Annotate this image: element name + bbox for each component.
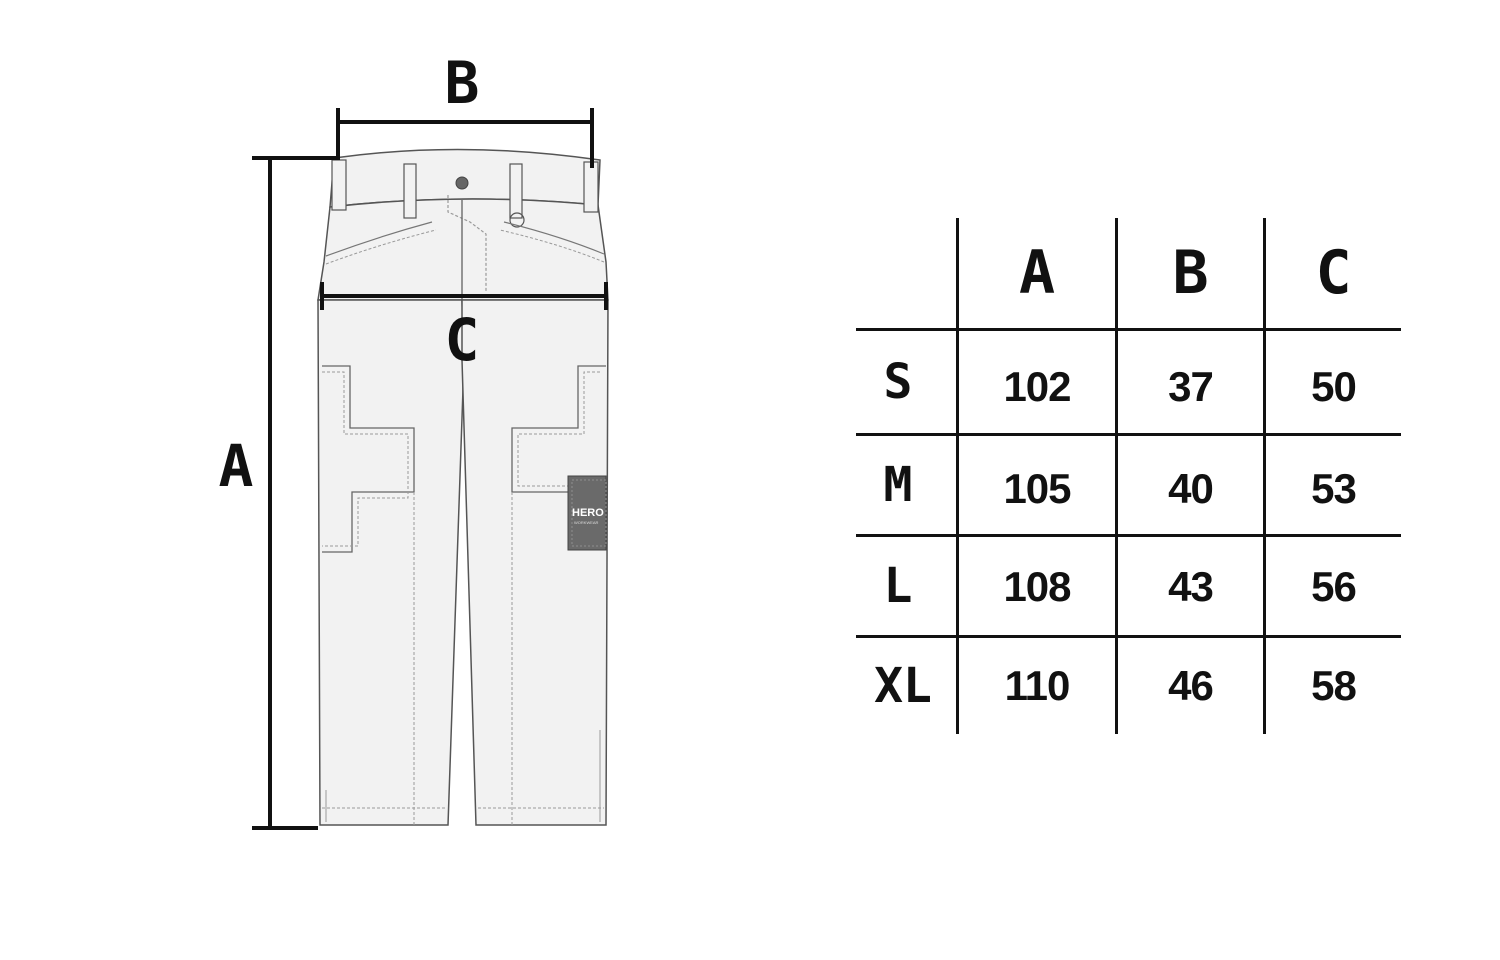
dimension-label-a: A bbox=[219, 432, 254, 500]
left-leg bbox=[317, 299, 465, 826]
table-cell: 53 bbox=[1311, 465, 1357, 512]
column-header-c: C bbox=[1315, 238, 1352, 308]
dimension-label-b: B bbox=[445, 49, 480, 117]
dimension-lines bbox=[252, 108, 608, 830]
size-label: M bbox=[883, 457, 913, 513]
size-label: XL bbox=[874, 658, 932, 714]
size-chart-table: A B C S 102 37 50 M 105 40 53 L 108 43 5… bbox=[856, 218, 1401, 734]
table-cell: 56 bbox=[1311, 563, 1357, 610]
table-cell: 110 bbox=[1004, 662, 1071, 709]
table-cell: 105 bbox=[1003, 465, 1071, 512]
patch-sub-text: WORKWEAR bbox=[574, 520, 599, 525]
table-divider bbox=[1263, 218, 1266, 734]
table-cell: 40 bbox=[1168, 465, 1214, 512]
column-header-b: B bbox=[1172, 238, 1209, 308]
brand-patch: HERO WORKWEAR bbox=[567, 475, 607, 551]
size-label: S bbox=[883, 354, 913, 410]
table-cell: 102 bbox=[1003, 363, 1071, 410]
pants-diagram: HERO WORKWEAR A B C bbox=[219, 49, 609, 830]
table-cell: 50 bbox=[1311, 363, 1357, 410]
belt-loop bbox=[583, 161, 599, 213]
column-header-a: A bbox=[1018, 238, 1056, 308]
belt-loop bbox=[403, 163, 417, 219]
button bbox=[455, 176, 469, 190]
hip-section bbox=[317, 198, 609, 301]
table-divider bbox=[856, 534, 1401, 537]
table-divider bbox=[856, 328, 1401, 331]
table-divider bbox=[956, 218, 959, 734]
table-divider bbox=[856, 433, 1401, 436]
table-cell: 58 bbox=[1311, 662, 1357, 709]
pants-illustration: HERO WORKWEAR bbox=[317, 148, 609, 826]
right-leg bbox=[461, 299, 609, 826]
knee-panel-left bbox=[322, 365, 415, 553]
d-ring bbox=[509, 212, 525, 228]
table-divider bbox=[1115, 218, 1118, 734]
table-cell: 37 bbox=[1168, 363, 1214, 410]
size-label: L bbox=[883, 558, 913, 614]
dimension-label-c: C bbox=[445, 306, 480, 374]
knee-panel-right bbox=[511, 365, 606, 493]
table-cell: 108 bbox=[1003, 563, 1071, 610]
fly-stitching bbox=[447, 195, 487, 292]
table-cell: 46 bbox=[1168, 662, 1214, 709]
patch-brand-text: HERO bbox=[572, 507, 604, 519]
table-divider bbox=[856, 635, 1401, 638]
belt-loop bbox=[331, 159, 347, 211]
belt-loop bbox=[509, 163, 523, 219]
table-cell: 43 bbox=[1168, 563, 1214, 610]
